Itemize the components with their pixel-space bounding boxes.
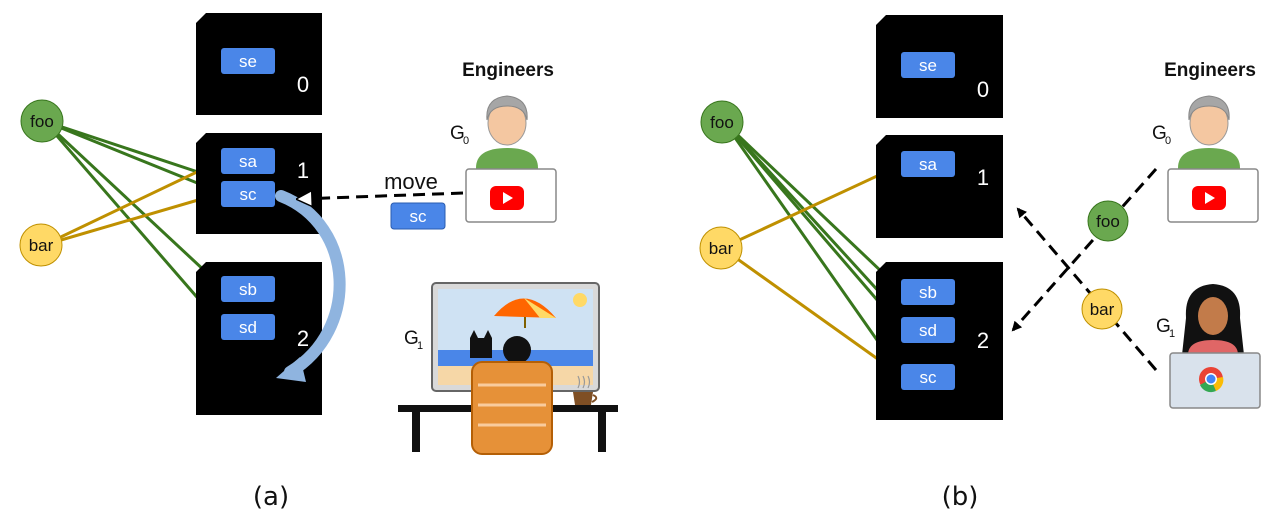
svg-text:G: G <box>450 123 465 144</box>
shard-number: 2 <box>977 328 989 353</box>
edge-foo-sd <box>42 120 224 327</box>
edges-b <box>721 120 905 379</box>
moving-chip-sc[interactable] <box>390 202 446 230</box>
chip-se[interactable] <box>901 52 955 78</box>
edge-bar-sc <box>721 246 904 379</box>
chip-sc[interactable] <box>901 364 955 390</box>
youtube-icon <box>1192 186 1226 210</box>
svg-text:foo: foo <box>710 113 734 132</box>
flow-node-bar[interactable]: bar <box>1081 288 1123 330</box>
engineer-g0-a: G 0 <box>450 95 557 223</box>
svg-text:sc: sc <box>410 207 428 226</box>
svg-text:G: G <box>1152 123 1167 144</box>
shard-number: 1 <box>297 158 309 183</box>
svg-text:bar: bar <box>29 236 54 255</box>
svg-text:bar: bar <box>1090 300 1115 319</box>
chip-sd[interactable] <box>221 314 275 340</box>
svg-text:1: 1 <box>1169 328 1175 340</box>
shard-1: sa 1 <box>876 135 1003 238</box>
svg-text:sd: sd <box>239 318 257 337</box>
curved-arrow-head <box>276 357 306 382</box>
shard-number: 2 <box>297 326 309 351</box>
edges-a <box>42 119 224 327</box>
svg-text:sc: sc <box>920 368 938 387</box>
caption-b: (b) <box>942 482 979 512</box>
chip-sb[interactable] <box>901 279 955 305</box>
node-foo-b[interactable]: foo <box>700 100 744 144</box>
panel-b: se 0 sa 1 sb sd sc 2 foo bar <box>699 15 1261 512</box>
svg-text:sd: sd <box>919 321 937 340</box>
svg-text:foo: foo <box>1096 212 1120 231</box>
chip-sd[interactable] <box>901 317 955 343</box>
svg-text:se: se <box>919 56 937 75</box>
edge-bar-sa <box>43 158 223 247</box>
move-label: move <box>384 169 438 194</box>
caption-a: (a) <box>253 482 289 512</box>
node-bar-a[interactable]: bar <box>19 223 63 267</box>
svg-text:0: 0 <box>463 135 469 147</box>
chip-sc[interactable] <box>221 181 275 207</box>
edge-foo-sd2 <box>722 120 905 320</box>
chip-sb[interactable] <box>221 276 275 302</box>
shard-2: sb sd 2 <box>196 262 322 415</box>
shard-1: sa sc 1 <box>196 133 322 234</box>
flow-node-foo[interactable]: foo <box>1087 200 1129 242</box>
engineer-g1-b: G 1 <box>1156 284 1261 409</box>
shard-number: 1 <box>977 165 989 190</box>
youtube-icon <box>490 186 524 210</box>
svg-text:sb: sb <box>919 283 937 302</box>
chrome-icon <box>1199 367 1224 393</box>
svg-text:0: 0 <box>1165 135 1171 147</box>
chip-sa[interactable] <box>221 148 275 174</box>
edge-foo-sc <box>722 121 905 378</box>
engineers-title: Engineers <box>1164 60 1256 81</box>
chip-sa[interactable] <box>901 151 955 177</box>
node-bar-b[interactable]: bar <box>699 226 743 270</box>
shard-2: sb sd sc 2 <box>876 262 1003 420</box>
engineer-g1-a: G 1 <box>398 282 618 455</box>
svg-text:G: G <box>1156 316 1171 337</box>
svg-text:sb: sb <box>239 280 257 299</box>
engineer-g0-b: G 0 <box>1152 95 1259 223</box>
edge-bar-sa <box>721 162 904 250</box>
svg-text:sa: sa <box>239 152 258 171</box>
shard-number: 0 <box>977 77 989 102</box>
route-arrow-g1-to-shard1 <box>1016 207 1158 371</box>
move-arrow <box>300 193 464 199</box>
node-foo-a[interactable]: foo <box>20 99 64 143</box>
shard-0: se 0 <box>876 15 1003 118</box>
person-icon <box>1182 284 1244 355</box>
shard-number: 0 <box>297 72 309 97</box>
chip-se[interactable] <box>221 48 275 74</box>
person-icon <box>476 95 538 172</box>
route-arrow-g0-to-shard2 <box>1011 168 1158 332</box>
edge-foo-sa <box>43 119 223 182</box>
svg-text:bar: bar <box>709 239 734 258</box>
curved-move-arrow <box>275 190 346 378</box>
svg-text:se: se <box>239 52 257 71</box>
desktop-scene-icon <box>398 282 618 455</box>
engineers-title: Engineers <box>462 60 554 81</box>
svg-text:sc: sc <box>240 185 258 204</box>
edge-bar-sc <box>43 191 223 247</box>
svg-text:G: G <box>404 328 419 349</box>
person-icon <box>1178 95 1240 172</box>
edge-foo-sc <box>43 119 223 195</box>
svg-text:sa: sa <box>919 155 938 174</box>
panel-a: se 0 sa sc 1 sb sd 2 foo <box>19 13 618 512</box>
svg-text:foo: foo <box>30 112 54 131</box>
shard-0: se 0 <box>196 13 322 115</box>
svg-text:1: 1 <box>417 340 423 352</box>
